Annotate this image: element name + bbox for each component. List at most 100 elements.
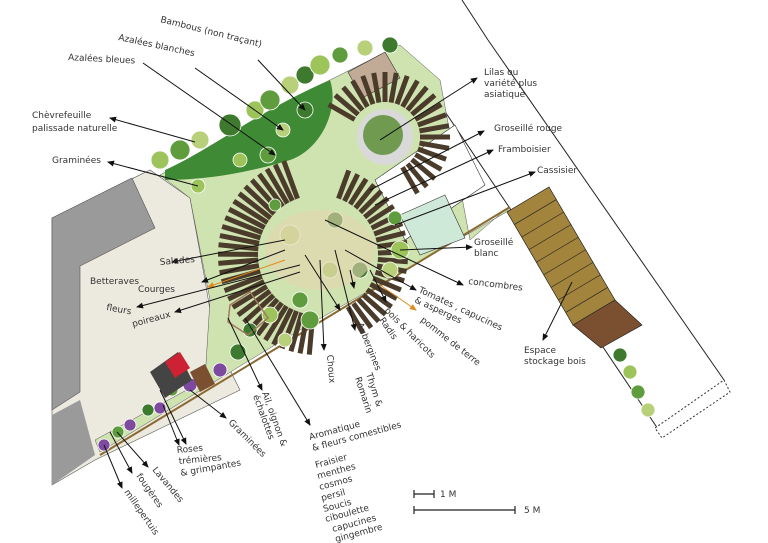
bench xyxy=(190,364,215,392)
label-azalees-blanches: Azalées blanches xyxy=(117,32,196,59)
label-lilas-2: variété plus xyxy=(484,78,537,89)
label-framboisier: Framboisier xyxy=(498,145,551,155)
label-fleurs: fleurs xyxy=(105,303,132,317)
wooden-slat xyxy=(405,85,429,112)
wooden-slat xyxy=(375,230,406,243)
wooden-slat xyxy=(236,289,272,318)
plant xyxy=(356,39,374,57)
wooden-slat xyxy=(219,233,260,246)
wooden-slat xyxy=(288,312,305,352)
label-stockage: Espace xyxy=(524,346,557,356)
plant xyxy=(259,89,281,111)
plant xyxy=(190,130,210,150)
wooden-slat xyxy=(367,204,395,225)
storage-plank xyxy=(521,211,564,238)
label-groseille-blanc-2: blanc xyxy=(474,249,498,259)
wooden-slat xyxy=(341,85,365,112)
wooden-slat xyxy=(223,274,263,293)
plant xyxy=(381,261,399,279)
wooden-slat xyxy=(363,196,390,220)
lilac-tree xyxy=(363,115,403,155)
wooden-slat xyxy=(414,102,443,122)
wooden-slat xyxy=(353,183,377,210)
plant xyxy=(291,291,309,309)
plant xyxy=(622,364,638,380)
scale-5m: 5 M xyxy=(524,506,540,516)
wooden-slat xyxy=(263,304,289,342)
wooden-slat xyxy=(419,140,450,151)
vegetable-plot xyxy=(265,210,375,290)
wooden-slat xyxy=(369,281,398,301)
wooden-slat xyxy=(377,256,408,265)
wooden-slat xyxy=(218,257,259,266)
aromatique-list: Fraisier menthes cosmos persil Soucis ci… xyxy=(314,453,384,543)
scale-bar xyxy=(413,490,516,514)
plant xyxy=(612,347,628,363)
wooden-slat xyxy=(371,72,382,103)
wooden-slat xyxy=(410,157,437,181)
wooden-slat xyxy=(358,189,384,215)
plant xyxy=(212,362,228,378)
wooden-slat xyxy=(243,184,277,216)
plant xyxy=(268,198,282,212)
label-graminees-top: Graminées xyxy=(52,155,101,166)
label-aubergines: Aubergines xyxy=(354,321,382,372)
wooden-slat xyxy=(419,123,450,134)
wooden-slat xyxy=(350,79,370,108)
label-chevrefeuille-2: palissade naturelle xyxy=(32,124,118,134)
wooden-slat xyxy=(414,152,443,172)
wooden-slat xyxy=(237,191,273,221)
wooden-slat xyxy=(348,177,369,206)
wooden-slat xyxy=(227,279,266,302)
plant xyxy=(630,384,646,400)
house-building xyxy=(51,177,156,411)
plant xyxy=(309,54,331,76)
plant xyxy=(169,139,191,161)
label-roses: Roses xyxy=(176,444,203,456)
wooden-slat xyxy=(227,207,266,230)
wood-storage-dark xyxy=(572,299,643,349)
storage-plank xyxy=(528,224,572,250)
wooden-slat xyxy=(264,167,290,205)
hatched-strip xyxy=(654,379,731,439)
wooden-slat xyxy=(360,75,376,105)
wooden-slat xyxy=(231,284,269,310)
wooden-slat xyxy=(281,160,300,200)
wooden-slat xyxy=(417,146,447,162)
wooden-slat xyxy=(272,163,295,202)
wooden-slat xyxy=(242,293,276,325)
plant xyxy=(280,75,300,95)
wooden-slat xyxy=(224,215,264,235)
plant xyxy=(111,425,125,439)
plant xyxy=(218,113,242,137)
wooden-slat xyxy=(400,79,420,108)
plant xyxy=(331,46,349,64)
plant xyxy=(123,418,137,432)
storage-plank xyxy=(550,262,594,288)
plant xyxy=(141,403,155,417)
plant xyxy=(150,150,170,170)
label-chevrefeuille: Chèvrefeuille xyxy=(32,110,92,121)
berry-bed-groseille xyxy=(399,194,466,256)
plant xyxy=(232,152,248,168)
storage-plank xyxy=(543,249,586,276)
label-pomme-de-terre: pomme de terre xyxy=(418,315,482,368)
label-lilas-3: asiatique xyxy=(484,90,526,100)
label-azalees-bleues: Azalées bleues xyxy=(68,52,136,67)
wooden-slat xyxy=(336,169,352,200)
storage-plank xyxy=(514,199,557,225)
plant xyxy=(295,65,315,85)
plant xyxy=(640,402,656,418)
compost-roof xyxy=(165,352,190,378)
label-concombres: concombres xyxy=(468,277,524,294)
label-betteraves: Betteraves xyxy=(90,277,139,287)
wooden-slat xyxy=(218,242,259,252)
wooden-slat xyxy=(365,287,393,309)
wooden-slat xyxy=(271,307,294,346)
hedge-bed xyxy=(165,80,333,180)
plant xyxy=(381,36,399,54)
label-roses-2: trémières xyxy=(178,452,222,467)
wooden-slat xyxy=(417,112,447,128)
wooden-slat xyxy=(405,162,429,189)
